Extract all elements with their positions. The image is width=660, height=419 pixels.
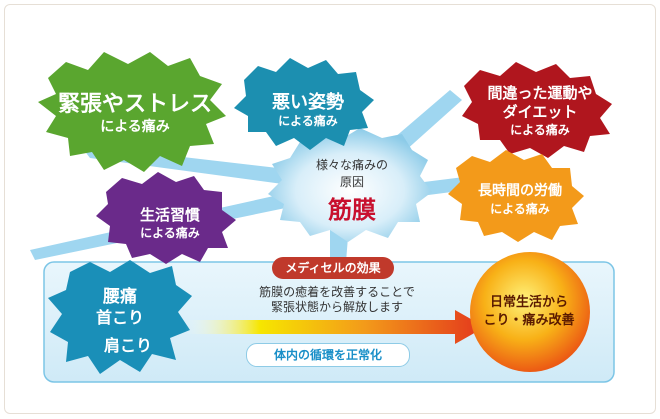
- symptom-3: 肩こり: [103, 336, 152, 355]
- result-line1: 日常生活から: [489, 295, 568, 310]
- posture-line1: 悪い姿勢: [272, 92, 344, 113]
- center-line1: 様々な痛みの: [315, 158, 388, 172]
- result-text: 日常生活から こり・痛み改善: [474, 294, 584, 330]
- habits-line2: による痛み: [140, 226, 200, 240]
- labor-line1: 長時間の労働: [478, 183, 562, 199]
- center-line2: 原因: [339, 175, 364, 189]
- normalize-label: 体内の循環を正常化: [246, 343, 410, 367]
- center-main: 筋膜: [328, 196, 376, 224]
- stress-line2: による痛み: [100, 119, 170, 135]
- effect-arrow: [185, 310, 485, 344]
- effect-description: 筋膜の癒着を改善することで 緊張状態から解放します: [232, 285, 442, 315]
- stress-burst: [38, 52, 226, 172]
- exercise-line3: による痛み: [510, 123, 570, 137]
- labor-burst: [448, 150, 584, 242]
- habits-burst: [96, 172, 236, 264]
- result-circle: [470, 252, 590, 372]
- symptoms-burst: [48, 260, 192, 374]
- posture-line2: による痛み: [278, 114, 338, 128]
- habits-line1: 生活習慣: [139, 206, 200, 224]
- symptom-1: 腰痛: [103, 287, 137, 307]
- effect-label: メディセルの効果: [272, 257, 394, 279]
- result-line2: こり・痛み改善: [483, 313, 575, 328]
- center-cloud: [268, 128, 432, 242]
- effect-desc-line2: 緊張状態から解放します: [270, 300, 403, 314]
- exercise-line2: ダイエット: [502, 103, 578, 121]
- labor-line2: による痛み: [490, 202, 550, 216]
- symptom-2: 首こり: [95, 308, 144, 327]
- posture-burst: [234, 58, 374, 150]
- stress-line1: 緊張やストレス: [57, 92, 212, 117]
- exercise-line1: 間違った運動や: [487, 84, 593, 102]
- exercise-burst: [462, 62, 612, 158]
- effect-desc-line1: 筋膜の癒着を改善することで: [259, 285, 415, 299]
